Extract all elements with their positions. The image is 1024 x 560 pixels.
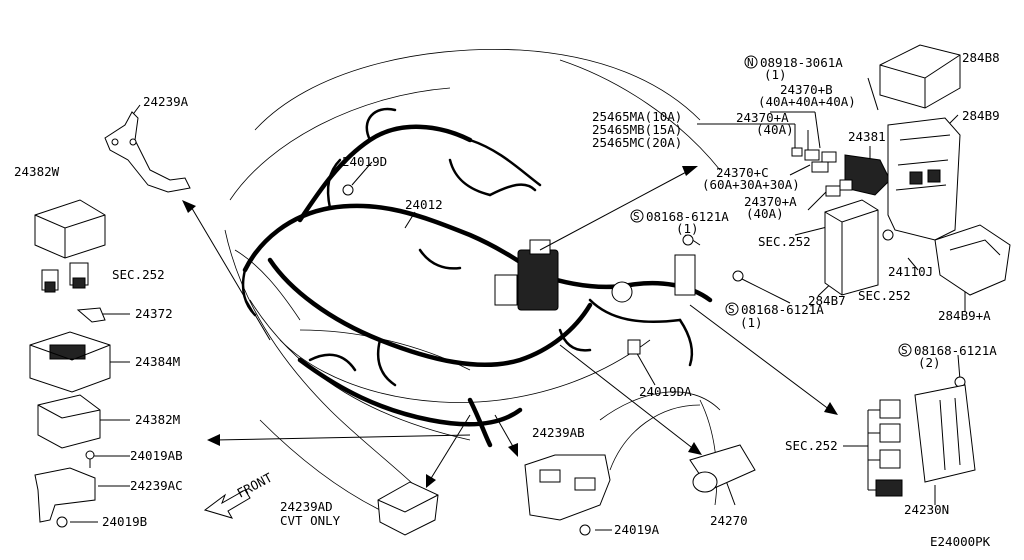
label-08918-qty: (1) <box>764 67 787 82</box>
label-24239A: 24239A <box>143 94 189 109</box>
label-24239AB: 24239AB <box>532 425 585 440</box>
label-cvt-only: CVT ONLY <box>280 513 341 528</box>
label-24019A: 24019A <box>614 522 660 537</box>
label-s-mark-3: S <box>901 344 908 357</box>
label-08918: 08918-3061A <box>760 55 843 70</box>
label-s-mark-1: S <box>633 210 640 223</box>
s-mark-icon-2 <box>725 302 739 316</box>
label-24270: 24270 <box>710 513 748 528</box>
front-direction-arrow <box>203 489 251 519</box>
label-24019DA: 24019DA <box>639 384 692 399</box>
label-24019AB: 24019AB <box>130 448 183 463</box>
label-08168-3-qty: (2) <box>918 355 941 370</box>
clip-08168-b <box>732 270 744 282</box>
label-25465MB: 25465MB(15A) <box>592 122 682 137</box>
label-24382W: 24382W <box>14 164 60 179</box>
label-08168-1: 08168-6121A <box>646 209 729 224</box>
cover-24382W <box>34 199 106 259</box>
label-25465MC: 25465MC(20A) <box>592 135 682 150</box>
part-labels: 24239A 24382W SEC.252 24372 24384M 24382… <box>14 50 1000 549</box>
label-24381: 24381 <box>848 129 886 144</box>
label-24110J: 24110J <box>888 264 933 279</box>
n-mark-icon <box>744 55 758 69</box>
label-sec252-a: SEC.252 <box>112 267 165 282</box>
label-24370A-1: 24370+A <box>736 110 789 125</box>
clip-sec252-c <box>882 229 894 241</box>
label-24019B: 24019B <box>102 514 147 529</box>
relays-sec252-left <box>41 262 89 293</box>
label-284B9: 284B9 <box>962 108 1000 123</box>
diagram-code: E24000PK <box>930 534 991 549</box>
label-24370B: 24370+B <box>780 82 833 97</box>
bracket-24239A <box>104 111 191 193</box>
label-25465MA: 25465MA(10A) <box>592 109 682 124</box>
housing-24382M <box>37 394 101 449</box>
label-284B7: 284B7 <box>808 293 846 308</box>
label-24019D: 24019D <box>342 154 387 169</box>
cover-284B9A <box>934 224 1011 296</box>
label-08168-3: 08168-6121A <box>914 343 997 358</box>
relay-box-24381 <box>839 154 891 196</box>
clip-24019AB <box>85 450 95 468</box>
label-24370A-1-spec: (40A) <box>756 122 794 137</box>
label-284B9A: 284B9+A <box>938 308 991 323</box>
label-08168-2: 08168-6121A <box>741 302 824 317</box>
label-24382M: 24382M <box>135 412 180 427</box>
label-n-mark: N <box>747 56 754 69</box>
bracket-24239AC <box>34 467 96 523</box>
block-24384M <box>29 331 111 393</box>
label-08168-1-qty: (1) <box>676 221 699 236</box>
label-24370C: 24370+C <box>716 165 769 180</box>
label-24384M: 24384M <box>135 354 180 369</box>
clip-24019B <box>56 516 68 528</box>
label-sec252-c: SEC.252 <box>858 288 911 303</box>
lid-284B8 <box>879 44 961 109</box>
clip-08168-a <box>682 234 694 246</box>
fuses-24370 <box>791 147 841 197</box>
label-s-mark-2: S <box>728 303 735 316</box>
label-24239AC: 24239AC <box>130 478 183 493</box>
s-mark-icon-1 <box>630 209 644 223</box>
label-24372: 24372 <box>135 306 173 321</box>
label-24370A-2: 24370+A <box>744 194 797 209</box>
label-284B8: 284B8 <box>962 50 1000 65</box>
relay-bracket-24230N <box>875 384 976 497</box>
module-284B7 <box>824 199 879 296</box>
bracket-24239AB <box>524 454 611 521</box>
label-24239AD: 24239AD <box>280 499 333 514</box>
bracket-24239AD <box>377 481 439 536</box>
box-284B9 <box>887 117 961 241</box>
label-sec252-b: SEC.252 <box>758 234 811 249</box>
label-front: FRONT <box>234 470 275 501</box>
s-mark-icon-3 <box>898 343 912 357</box>
label-24370C-spec: (60A+30A+30A) <box>702 177 800 192</box>
label-08168-2-qty: (1) <box>740 315 763 330</box>
label-24370B-spec: (40A+40A+40A) <box>758 94 856 109</box>
clip-24019D <box>342 184 354 196</box>
grommet-24270 <box>689 444 756 493</box>
label-sec252-d: SEC.252 <box>785 438 838 453</box>
clip-24372 <box>76 307 106 323</box>
label-24230N: 24230N <box>904 502 949 517</box>
label-24370A-2-spec: (40A) <box>746 206 784 221</box>
clip-24019DA <box>627 339 641 355</box>
clip-24019A <box>579 524 591 536</box>
harness-junction-block <box>494 239 696 311</box>
label-24012: 24012 <box>405 197 443 212</box>
